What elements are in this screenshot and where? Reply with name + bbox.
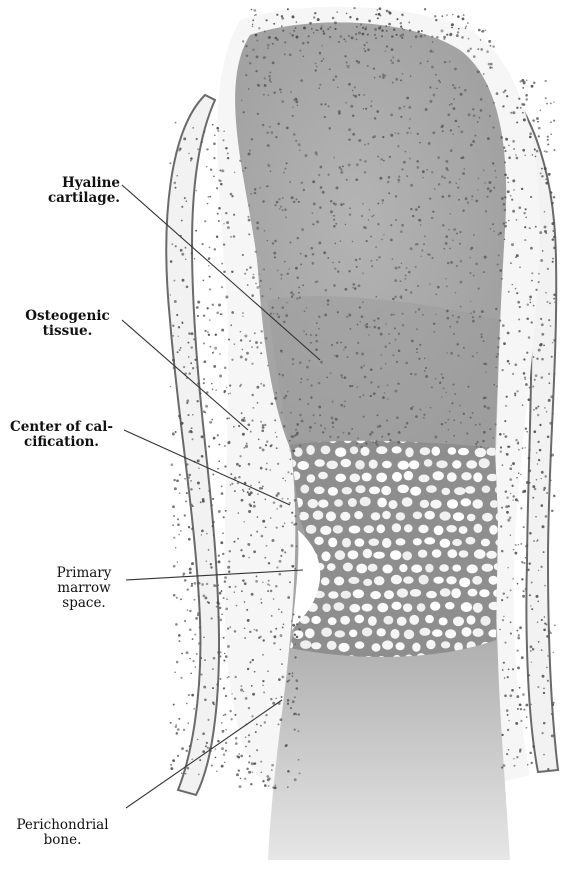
- label-line: cartilage.: [20, 191, 120, 206]
- label-perichondrial-bone: Perichondrial bone.: [2, 818, 123, 848]
- label-line: cification.: [2, 435, 121, 450]
- calcification-network: [280, 430, 514, 670]
- label-line: marrow: [44, 581, 124, 596]
- label-line: Hyaline: [20, 176, 120, 191]
- label-line: bone.: [2, 833, 123, 848]
- label-line: space.: [44, 596, 124, 611]
- label-line: Primary: [44, 566, 124, 581]
- label-osteogenic-tissue: Osteogenic tissue.: [16, 309, 119, 339]
- label-line: tissue.: [16, 324, 119, 339]
- label-center-of-calcification: Center of cal- cification.: [2, 420, 121, 450]
- label-primary-marrow-space: Primary marrow space.: [44, 566, 124, 611]
- label-line: Perichondrial: [2, 818, 123, 833]
- perichondrium-left: [166, 95, 219, 795]
- label-line: Osteogenic: [16, 309, 119, 324]
- osteogenic-zone: [268, 296, 500, 452]
- label-hyaline-cartilage: Hyaline cartilage.: [20, 176, 120, 206]
- label-line: Center of cal-: [2, 420, 121, 435]
